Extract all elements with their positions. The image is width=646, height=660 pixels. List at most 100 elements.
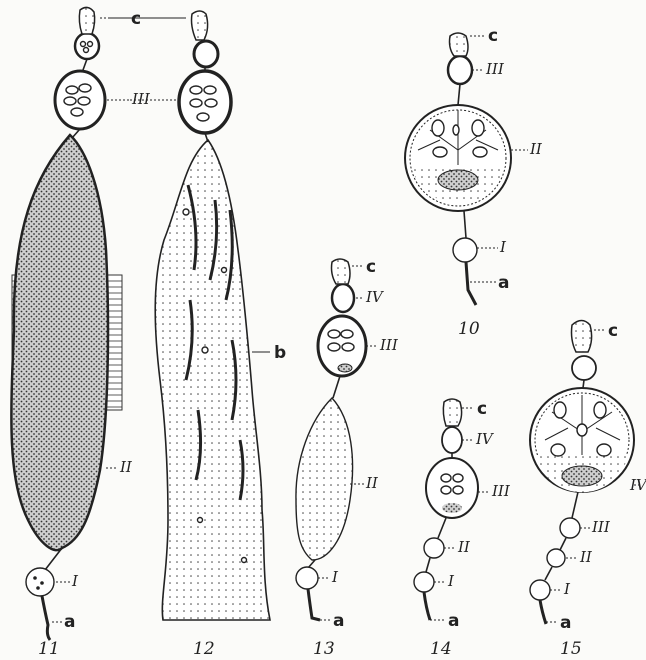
nucleus [342, 343, 354, 351]
cell-III-small [560, 518, 580, 538]
base-a-stalk [424, 592, 430, 620]
cell-IV-small [572, 356, 596, 380]
label-a-fig11: a [64, 612, 75, 632]
cell-c-cap [450, 33, 469, 56]
cell-c-cap [443, 399, 461, 426]
nucleus [328, 343, 340, 351]
cell-I [530, 580, 550, 600]
figure-11 [11, 7, 130, 640]
cell-c-cap [572, 321, 592, 353]
nucleus [328, 330, 340, 338]
cell-I [296, 567, 318, 589]
vacuole [554, 402, 566, 418]
label-IV-fig13: IV [365, 288, 385, 306]
cell-II-small [547, 549, 565, 567]
cell-I [453, 238, 477, 262]
figure-13 [296, 259, 378, 620]
nucleus [66, 86, 78, 94]
figure-15 [530, 321, 640, 625]
nucleus [78, 97, 90, 105]
base-a-stalk [466, 262, 476, 305]
vacuole [433, 147, 447, 157]
vacuole [594, 402, 606, 418]
stalk [572, 492, 578, 518]
cell-IV [332, 284, 354, 312]
vacuole [202, 347, 208, 353]
label-a-fig10: a [498, 273, 509, 293]
dot [36, 586, 40, 590]
stalk [545, 567, 552, 580]
label-c-fig11: c [131, 9, 141, 29]
label-I-fig10: I [499, 238, 507, 256]
label-c-fig14: c [477, 399, 487, 419]
nucleus [341, 330, 353, 338]
nucleus-stippled [438, 170, 478, 190]
label-II-fig10: II [529, 140, 543, 158]
label-III-fig15: III [591, 518, 611, 536]
label-III-fig14: III [491, 482, 511, 500]
nucleus [441, 474, 451, 482]
nucleus [71, 108, 83, 116]
cell-II-large [155, 140, 270, 620]
vacuole [242, 558, 247, 563]
dot [33, 576, 37, 580]
cell-II [296, 398, 353, 560]
vacuole [597, 444, 611, 456]
vacuole [577, 424, 587, 436]
figure-number-12: 12 [193, 639, 215, 659]
stippled-base [442, 503, 462, 513]
cell-I [26, 568, 54, 596]
figure-number-13: 13 [313, 639, 335, 659]
stalk [583, 380, 584, 388]
label-I-fig15: I [563, 580, 571, 598]
dot [88, 42, 93, 47]
figure-number-10: 10 [458, 319, 480, 339]
stalk-I [45, 548, 62, 570]
cell-c-cap [79, 7, 94, 34]
stalk [333, 376, 340, 398]
nucleus [190, 99, 202, 107]
cell-c-cap [332, 259, 351, 284]
nucleus [441, 486, 451, 494]
figure-number-15: 15 [560, 639, 582, 659]
stalk [438, 518, 446, 538]
nucleus-stippled [338, 364, 352, 372]
nucleus [79, 84, 91, 92]
nucleus [190, 86, 202, 94]
cell-IV [75, 33, 99, 59]
label-a-fig14: a [448, 611, 459, 631]
cell-IV [442, 427, 462, 453]
label-II-fig13: II [365, 474, 379, 492]
cell-IV [194, 41, 218, 67]
cell-c-cap [192, 11, 208, 40]
cell-III [448, 56, 472, 84]
nucleus-stippled [562, 466, 602, 486]
figure-10 [405, 33, 528, 305]
base-a-stalk [42, 596, 50, 640]
label-a-fig13: a [333, 611, 344, 631]
label-II-fig15: II [579, 548, 593, 566]
label-III-fig11: III [131, 90, 151, 108]
vacuole [551, 444, 565, 456]
vacuole [432, 120, 444, 136]
vacuole [473, 147, 487, 157]
label-c-fig13: c [366, 257, 376, 277]
figure-number-11: 11 [38, 639, 60, 659]
label-IV-fig15: IV [629, 476, 646, 494]
label-b-fig12: b [274, 343, 286, 363]
base-a-stalk [308, 589, 320, 620]
vacuole [198, 518, 203, 523]
cell-I [414, 572, 434, 592]
label-II-fig14: II [457, 538, 471, 556]
label-I-fig13: I [331, 568, 339, 586]
nucleus [453, 474, 463, 482]
label-III-fig10: III [485, 60, 505, 78]
cell-II-large [11, 135, 108, 550]
stalk [560, 538, 566, 550]
stalk-I [464, 211, 466, 238]
label-II-fig11: II [119, 458, 133, 476]
vacuole [222, 268, 227, 273]
nucleus [205, 99, 217, 107]
dot [84, 48, 89, 53]
